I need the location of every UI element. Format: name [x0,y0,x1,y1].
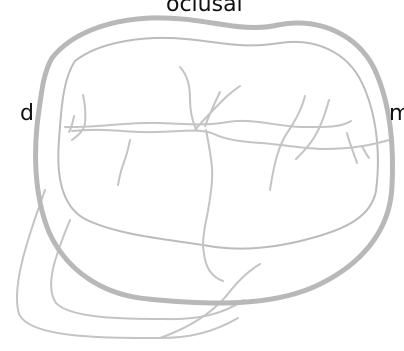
fissure-mesial-main [270,96,305,190]
middle-vertical-line [203,246,223,281]
occlusal-table-outline [58,38,378,249]
fissure-center-top [180,67,197,131]
label-distal: d [20,103,34,125]
crown-outer-outline [36,18,393,303]
label-mesial: m [389,103,404,125]
fissure-distal-small [69,116,74,132]
upper-groove-line [65,121,351,127]
middle-vertical-line-2 [203,130,212,246]
label-oclusal: oclusal [166,0,243,16]
fissure-center-lower [205,92,220,126]
central-groove-line [72,130,389,149]
fissure-mesial-edge [362,146,369,158]
fissure-left-lower [118,140,130,185]
